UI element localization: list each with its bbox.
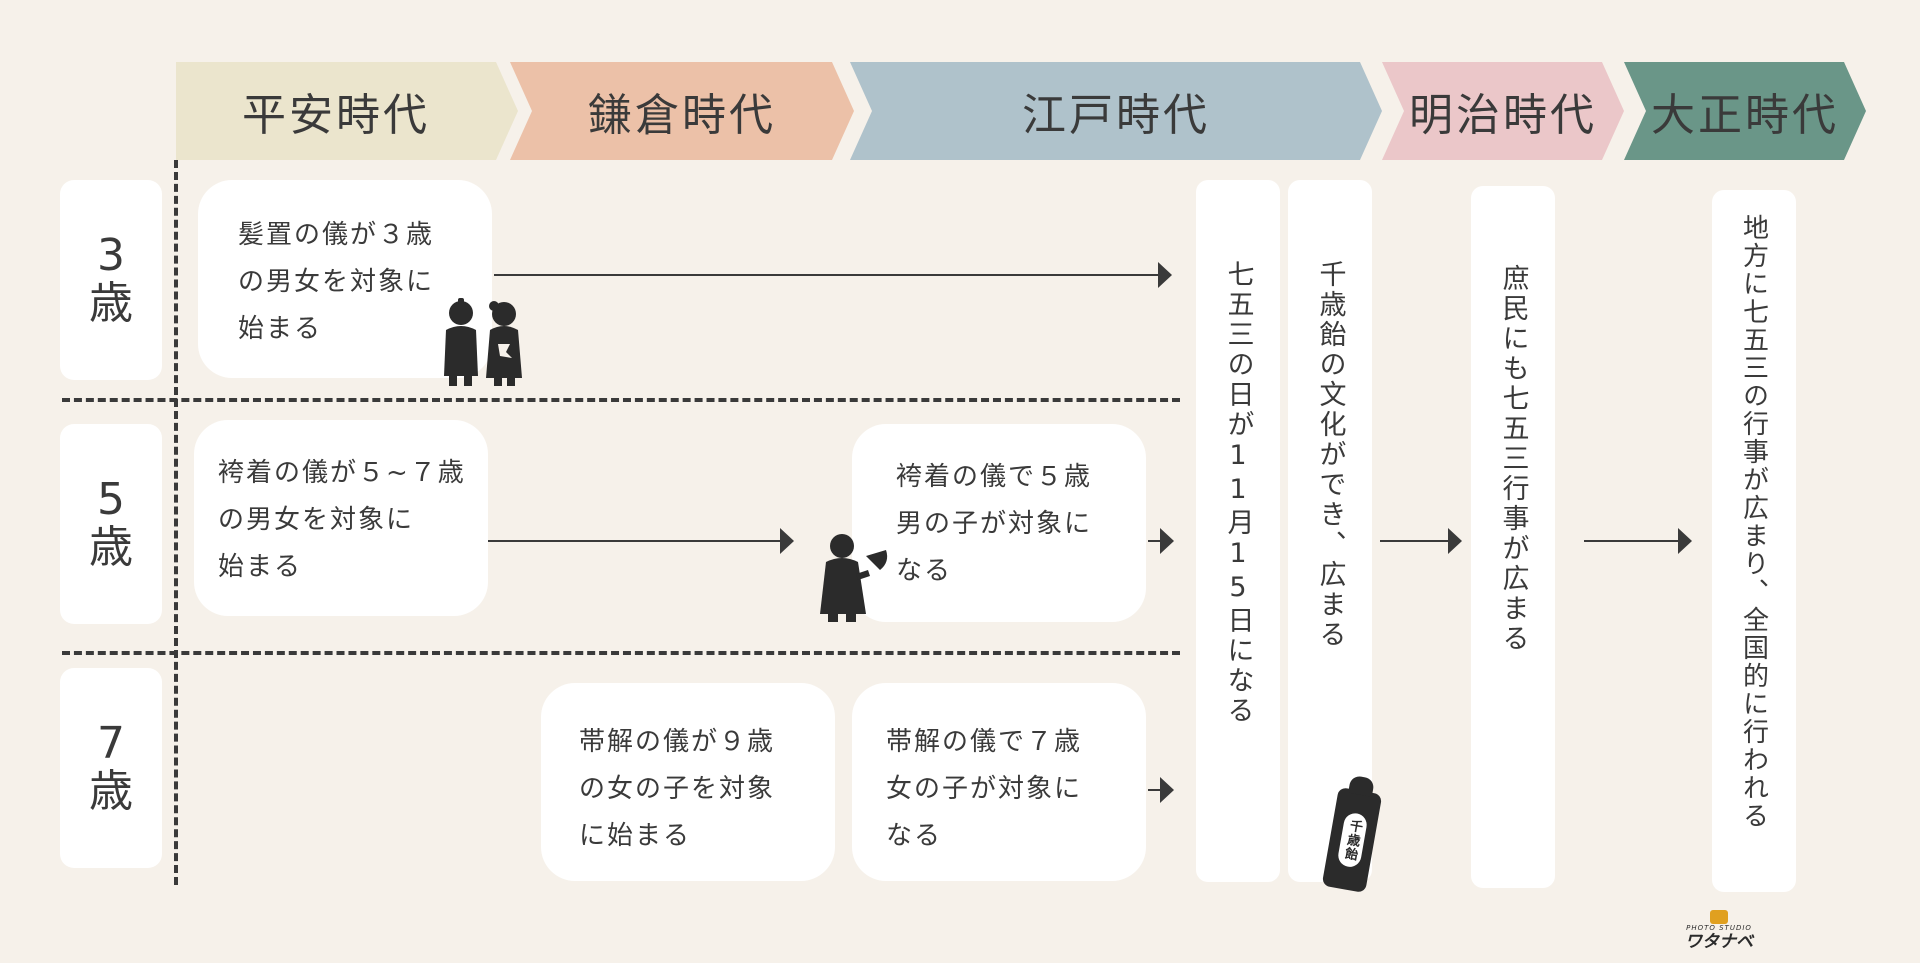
era-header [176,62,1866,160]
era-chevron-heian [176,62,518,160]
age-label-5: 5 歳 [60,424,162,624]
card-line: なる [886,821,943,851]
crown-icon [1710,910,1728,924]
card-heian-age3: 髪置の儀が３歳 の男女を対象に 始まる [198,180,492,378]
card-line: 女の子が対象に [886,774,1083,804]
arrow-edo-meiji [1380,528,1462,554]
card-line: の男女を対象に [218,505,415,535]
card-line: 髪置の儀が３歳 [238,220,435,250]
age-number: 7 [97,718,125,769]
card-line: の女の子を対象 [579,774,776,804]
card-line: 袴着の儀で５歳 [896,462,1093,492]
column-text: 庶民にも七五三行事が広まる [1497,264,1529,654]
era-label-meiji: 明治時代 [1409,90,1597,141]
era-label-heian: 平安時代 [242,90,430,141]
age-unit: 歳 [89,766,133,817]
studio-logo: PHOTO STUDIO ワタナベ [1664,910,1774,960]
card-edo-age5: 袴着の儀で５歳 男の子が対象に なる [852,424,1146,622]
era-chevron-taisho [1624,62,1866,160]
age-unit: 歳 [89,522,133,573]
card-line: 帯解の儀で７歳 [886,727,1083,757]
era-chevron-meiji [1382,62,1624,160]
arrow-age5-heian [488,528,794,554]
column-text: 七五三の日が11月15日になる [1222,260,1254,726]
age-label-3: 3 歳 [60,180,162,380]
arrow-age5-edo [1148,528,1174,554]
card-heian-age5: 袴着の儀が５~７歳 の男女を対象に 始まる [194,420,488,616]
arrow-meiji-taisho [1584,528,1692,554]
era-label-taisho: 大正時代 [1651,90,1839,141]
card-line: 袴着の儀が５~７歳 [218,458,466,488]
row-divider-3-5 [62,398,1180,402]
card-line: に始まる [579,821,692,851]
logo-title: ワタナベ [1685,932,1753,952]
column-meiji: 庶民にも七五三行事が広まる [1471,186,1555,888]
row-divider-5-7 [62,651,1180,655]
age-label-7: 7 歳 [60,668,162,868]
age-unit: 歳 [89,278,133,329]
card-line: 帯解の儀が９歳 [579,727,776,757]
boy-with-fan-icon [820,534,888,622]
vertical-divider [174,160,178,885]
era-label-kamakura: 鎌倉時代 [588,90,776,141]
card-kamakura-age7: 帯解の儀が９歳 の女の子を対象 に始まる [541,683,835,881]
era-chevron-edo [850,62,1382,160]
column-text: 地方に七五三の行事が広まり、全国的に行われる [1738,214,1769,830]
card-line: 始まる [238,314,323,344]
children-pair-icon [444,298,522,386]
age-number: 5 [97,474,125,525]
column-text: 千歳飴の文化ができ、広まる [1314,260,1346,650]
card-line: 男の子が対象に [896,509,1093,539]
logo-subtitle: PHOTO STUDIO [1686,924,1752,932]
column-edo-chitose: 千歳飴の文化ができ、広まる [1288,180,1372,882]
column-taisho: 地方に七五三の行事が広まり、全国的に行われる [1712,190,1796,892]
card-line: の男女を対象に [238,267,435,297]
column-edo-date: 七五三の日が11月15日になる [1196,180,1280,882]
age-number: 3 [97,230,125,281]
card-edo-age7: 帯解の儀で７歳 女の子が対象に なる [852,683,1146,881]
arrow-age7-edo [1148,777,1174,803]
card-line: 始まる [218,552,303,582]
era-label-edo: 江戸時代 [1022,90,1210,141]
era-chevron-kamakura [510,62,854,160]
arrow-age3 [494,262,1172,288]
card-line: なる [896,556,953,586]
chitose-ame-label: 千歳飴 [1335,811,1369,869]
